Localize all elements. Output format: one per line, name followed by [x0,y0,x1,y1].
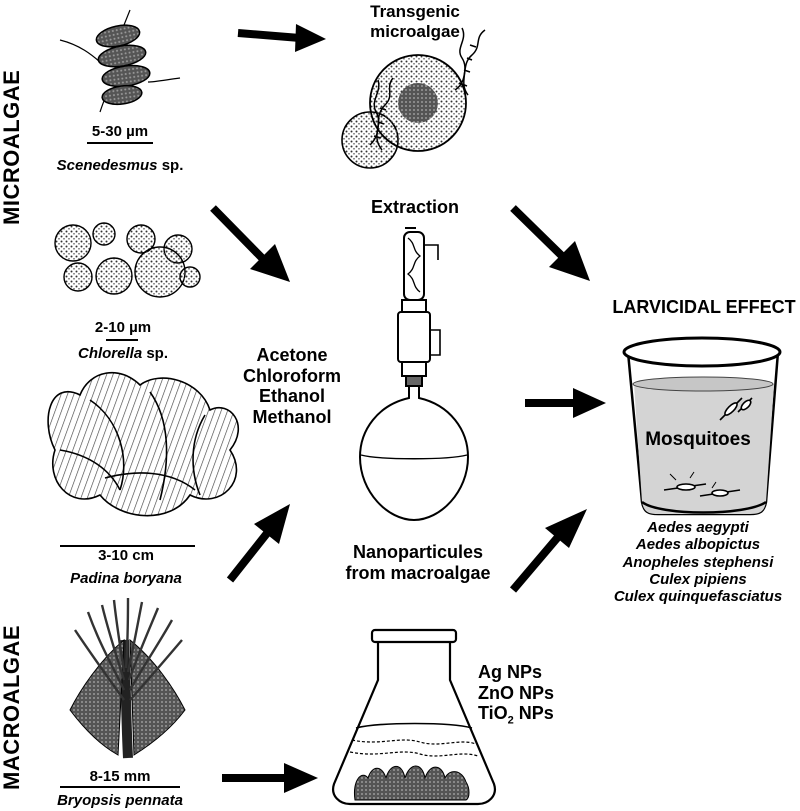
arrow-bryopsis-to-flask [222,763,318,793]
species-item: Culex quinquefasciatus [613,588,783,605]
scenedesmus-name: Scenedesmus sp. [57,158,184,173]
arrow-padina-to-extraction [226,504,290,583]
larvicidal-cup [622,336,782,516]
dna-icon [454,27,486,96]
bryopsis-scale-label: 8-15 mm [89,768,151,785]
tio2-rest: NPs [513,703,554,724]
species-item: Aedes albopictus [635,536,761,554]
species-list: Aedes aegypti Aedes albopictus Anopheles… [614,519,782,605]
species-item: Culex pipiens [649,570,747,588]
solvent-item: Ethanol [259,386,325,407]
microalgae-side-label: MICROALGAE [0,69,24,225]
nanoparticles-title-line1: Nanoparticules [352,542,484,562]
transgenic-line2: microalgae [370,21,460,41]
nanoparticle-item: TiO2 NPs [478,703,554,727]
chlorella-genus: Chlorella [77,345,143,362]
arrow-nanoparticles-to-effect [509,509,587,593]
nanoparticle-item: ZnO NPs [478,682,555,703]
chlorella-suffix: sp. [142,345,169,362]
padina-scale-label: 3-10 cm [98,547,154,564]
solvent-item: Acetone [256,345,328,365]
chlorella-illustration [54,222,201,298]
padina-illustration [47,371,240,517]
larvicidal-effect-title: LARVICIDAL EFFECT [612,297,796,317]
macroalgae-in-flask [353,765,470,801]
extraction-title: Extraction [370,197,460,217]
nanoparticles-title: Nanoparticules from macroalgae [345,542,490,583]
bryopsis-illustration [69,597,186,759]
arrow-to-transgenic [237,24,326,52]
scenedesmus-illustration [59,9,181,113]
transgenic-illustration [341,54,467,169]
species-item: Aedes aegypti [647,519,749,536]
padina-name: Padina boryana [70,570,182,587]
tio2-base: TiO [478,703,508,724]
bryopsis-name: Bryopsis pennata [57,792,183,809]
nanoparticle-item: Ag NPs [478,662,543,682]
cup-label: Mosquitoes [645,429,751,450]
dna-icon [369,77,394,151]
scenedesmus-suffix: sp. [157,157,184,174]
transgenic-label: Transgenic microalgae [370,2,460,41]
arrow-transgenic-to-effect [510,205,590,281]
solvent-item: Methanol [252,407,332,428]
soxhlet-extractor [358,227,470,522]
tio2-subscript: 2 [507,714,514,727]
solvent-item: Chloroform [243,365,341,386]
scenedesmus-scale-label: 5-30 µm [91,123,149,140]
mosquito-larva [719,397,753,421]
erlenmeyer-flask [332,628,496,806]
nanoparticles-title-line2: from macroalgae [345,562,491,583]
arrow-extraction-to-effect [525,388,606,418]
arrow-to-extraction [210,205,290,282]
chlorella-scale-label: 2-10 µm [94,319,152,336]
macroalgae-side-label: MACROALGAE [0,624,24,790]
nanoparticle-list: Ag NPs ZnO NPs TiO2 NPs [478,662,554,728]
transgenic-line1: Transgenic [370,2,460,21]
chlorella-name: Chlorella sp. [78,346,168,361]
solvent-list: Acetone Chloroform Ethanol Methanol [243,345,341,428]
mosquito-larva [663,471,741,497]
species-item: Anopheles stephensi [622,553,774,571]
scenedesmus-genus: Scenedesmus [56,157,158,174]
